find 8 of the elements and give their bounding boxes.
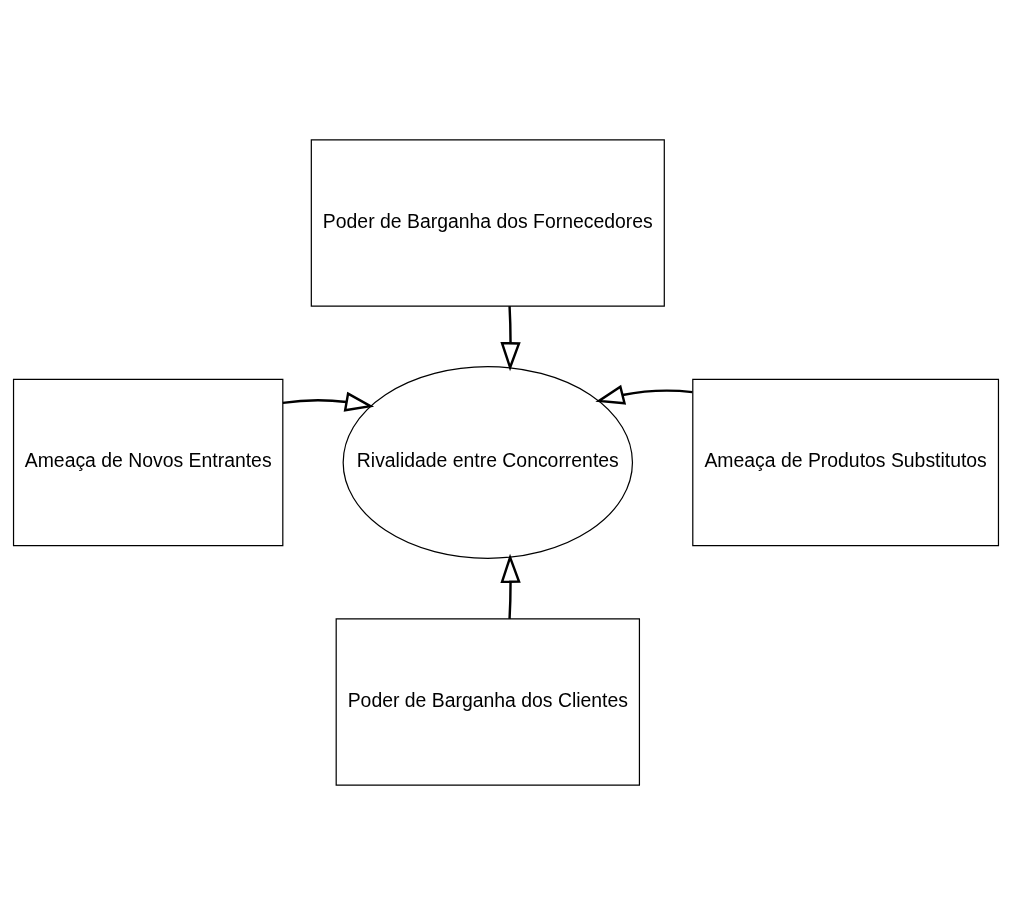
node-box: Poder de Barganha dos Fornecedores bbox=[310, 138, 665, 307]
arrow bbox=[595, 384, 693, 405]
node-box: Ameaça de Produtos Substitutos bbox=[692, 378, 1000, 546]
node-box: Ameaça de Novos Entrantes bbox=[12, 378, 284, 546]
arrow bbox=[282, 391, 375, 412]
arrow bbox=[500, 553, 521, 619]
node-box: Poder de Barganha dos Clientes bbox=[335, 617, 641, 786]
arrow bbox=[500, 305, 521, 371]
